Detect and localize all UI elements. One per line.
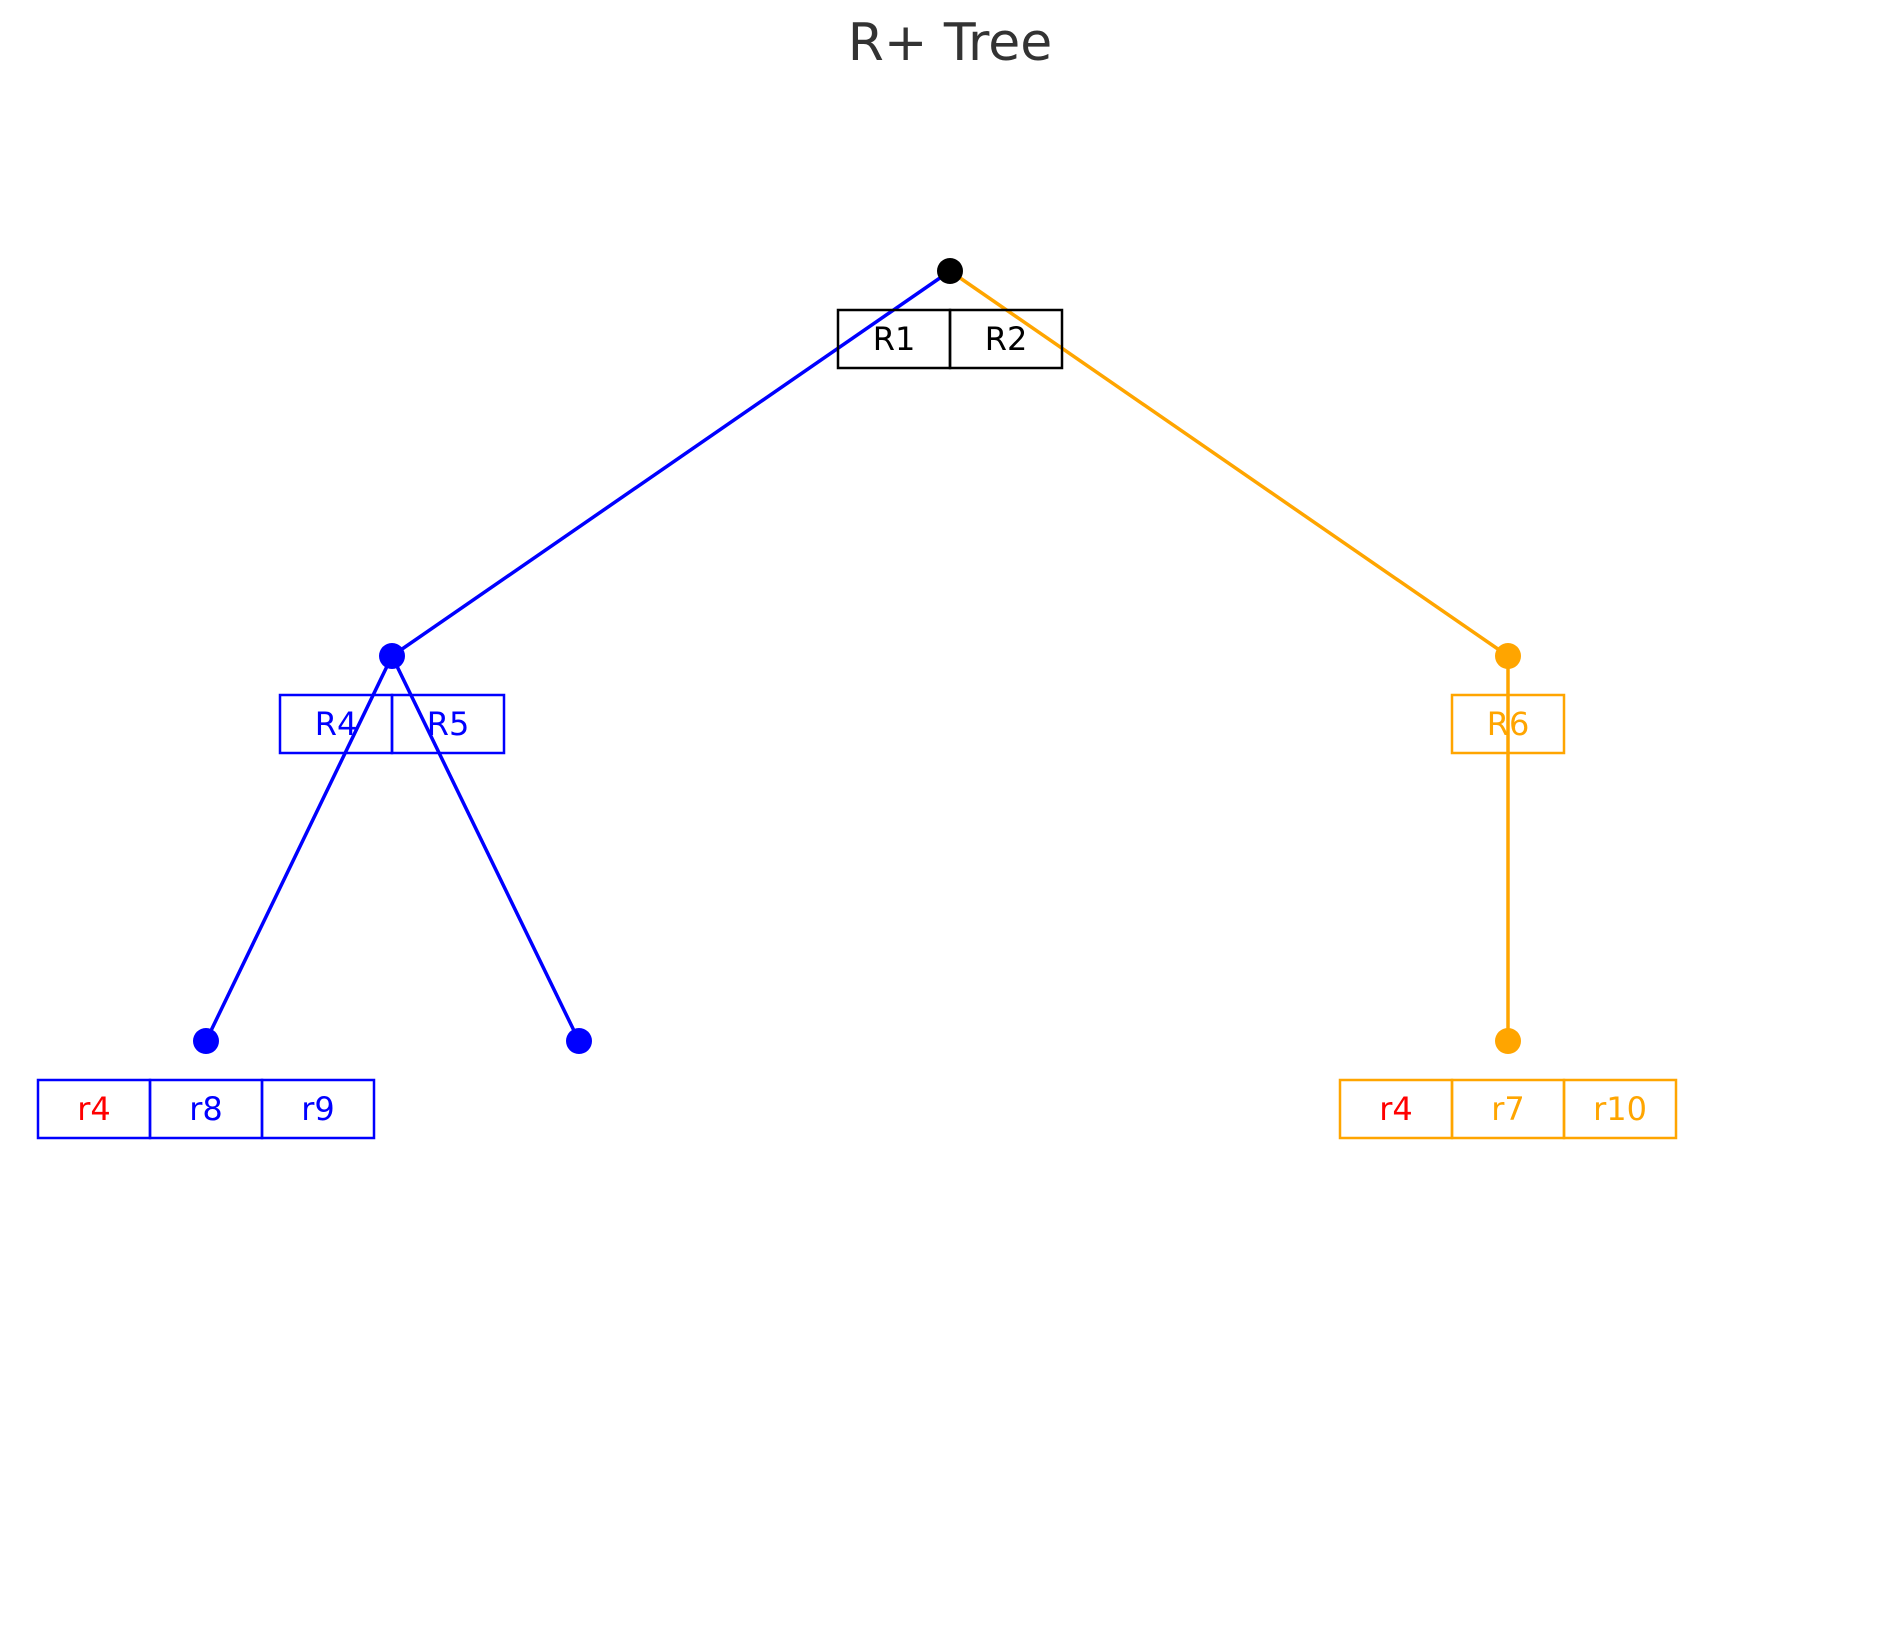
node-dot xyxy=(1495,643,1521,669)
entry-cell xyxy=(260,1078,376,1140)
node-dot xyxy=(379,643,405,669)
entry-label: r8 xyxy=(189,1090,223,1128)
entry-label: R2 xyxy=(985,320,1028,358)
entry-label: r7 xyxy=(1491,1090,1525,1128)
leaf-node-3: r4 r7 r10 xyxy=(1338,1028,1678,1140)
root-node: R1 R2 xyxy=(836,258,1064,370)
node-dot xyxy=(937,258,963,284)
entry-label: r9 xyxy=(301,1090,335,1128)
edge-root-to-left xyxy=(391,269,951,658)
leaf-node-1: r4 r8 r9 xyxy=(36,1028,376,1140)
entry-cell xyxy=(390,693,506,755)
edge-root-to-right xyxy=(949,269,1509,658)
leaf-node-2 xyxy=(566,1028,592,1054)
internal-node-1: R4 R5 xyxy=(278,643,506,755)
entry-cell xyxy=(1562,1078,1678,1140)
tree-edges xyxy=(204,269,1510,1042)
node-dot xyxy=(193,1028,219,1054)
entry-cell xyxy=(1450,693,1566,755)
entry-cell xyxy=(948,308,1064,370)
entry-label: r4 xyxy=(1379,1090,1413,1128)
node-dot xyxy=(1495,1028,1521,1054)
entry-label: R1 xyxy=(873,320,916,358)
entry-label: R5 xyxy=(427,705,470,743)
entry-label: R6 xyxy=(1487,705,1530,743)
internal-node-2: R6 xyxy=(1450,643,1566,755)
entry-label: r4 xyxy=(77,1090,111,1128)
entry-label: r10 xyxy=(1593,1090,1647,1128)
entry-label: R4 xyxy=(315,705,358,743)
diagram-title: R+ Tree xyxy=(848,13,1053,73)
edge-left-to-leaf-2 xyxy=(390,655,581,1042)
edge-left-to-leaf-1 xyxy=(204,655,394,1042)
node-dot xyxy=(566,1028,592,1054)
